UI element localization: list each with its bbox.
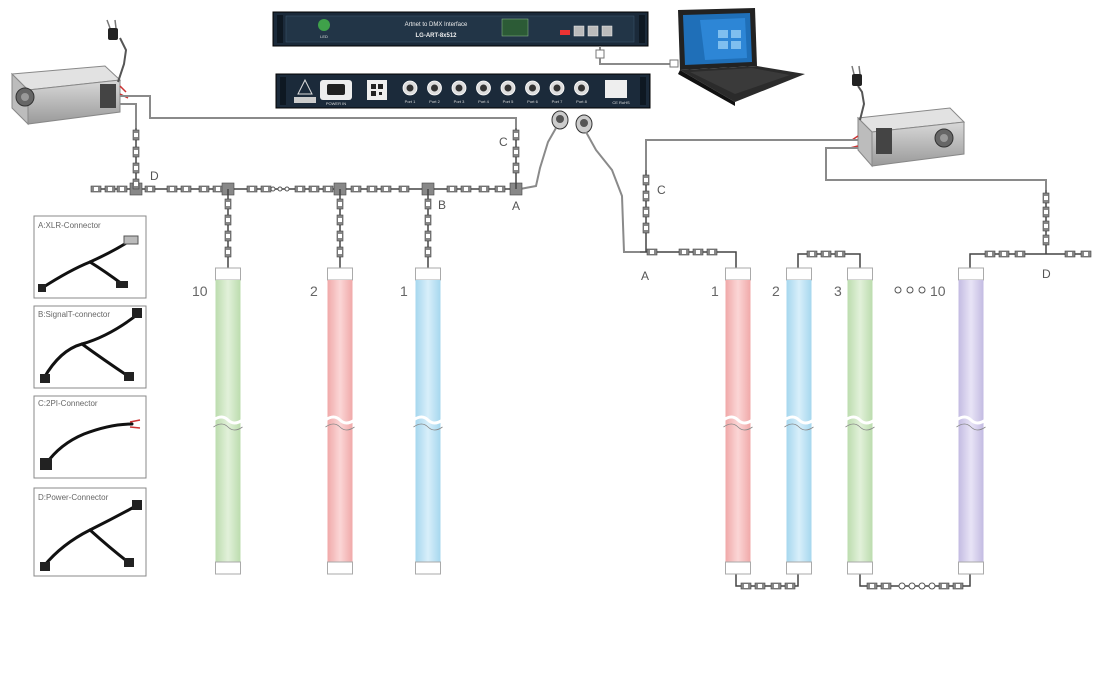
label-left-D: D bbox=[150, 169, 159, 183]
signal-t-connector-icon bbox=[40, 308, 142, 383]
port-label: Port 6 bbox=[527, 99, 538, 104]
power-supply-right bbox=[849, 107, 966, 168]
port-label: Port 8 bbox=[576, 99, 587, 104]
interface-title: Artnet to DMX Interface bbox=[405, 22, 468, 28]
tube-label-left-2: 2 bbox=[310, 283, 318, 299]
xlr-port-4: Port 4 bbox=[476, 80, 491, 104]
bus-connector bbox=[144, 185, 156, 193]
qr-code-icon bbox=[367, 80, 387, 100]
2pin-connector-icon bbox=[40, 419, 141, 470]
label-right-C: C bbox=[657, 183, 666, 197]
tube-label-right-1: 1 bbox=[711, 283, 719, 299]
laptop-icon bbox=[678, 8, 805, 106]
label-right-D: D bbox=[1042, 267, 1051, 281]
bus-connector bbox=[322, 185, 334, 193]
label-right-A: A bbox=[641, 269, 649, 283]
bus-connector bbox=[180, 185, 192, 193]
led-tube-left-2 bbox=[324, 189, 356, 575]
bus-connector bbox=[116, 185, 128, 193]
artnet-interface-rear: POWER IN Port 1 Port 2 Port 3 Port 4 Port 5 P… bbox=[275, 73, 651, 109]
xlr-port-1: Port 1 bbox=[402, 80, 418, 104]
port-label: Port 1 bbox=[405, 99, 416, 104]
bus-connector bbox=[166, 185, 178, 193]
xlr-plugs bbox=[519, 110, 640, 253]
tube-label-left-10: 10 bbox=[192, 283, 208, 299]
led-tube-right-2 bbox=[783, 267, 815, 575]
bus-connector bbox=[260, 185, 272, 193]
port-label: Port 5 bbox=[503, 99, 514, 104]
xlr-port-6: Port 6 bbox=[525, 80, 540, 104]
plug-icon bbox=[106, 19, 118, 40]
xlr-port-2: Port 2 bbox=[427, 80, 442, 104]
connector-legend: A:XLR-Connector B:SignalT-connector bbox=[33, 215, 147, 577]
svg-text:LED: LED bbox=[320, 34, 328, 39]
interface-model: LG-ART-8x512 bbox=[415, 33, 457, 39]
bus-connector bbox=[90, 185, 102, 193]
cert-label: CE RoHS bbox=[612, 100, 630, 105]
tube-label-right-2: 2 bbox=[772, 283, 780, 299]
legend-power-connector: D:Power-Connector bbox=[33, 487, 147, 577]
bus-connector bbox=[478, 185, 490, 193]
bus-connector bbox=[198, 185, 210, 193]
port-label: Port 7 bbox=[552, 99, 563, 104]
bus-connector bbox=[366, 185, 378, 193]
bus-connector bbox=[494, 185, 506, 193]
label-left-C: C bbox=[499, 135, 508, 149]
xlr-port-8: Port 8 bbox=[574, 80, 589, 104]
port-label: Port 2 bbox=[429, 99, 440, 104]
bus-connector bbox=[460, 185, 472, 193]
power-connector-icon bbox=[40, 500, 142, 571]
legend-title: B:SignalT-connector bbox=[38, 310, 110, 319]
ethernet-port bbox=[573, 25, 585, 37]
led-tube-right-3 bbox=[844, 267, 876, 575]
tube-label-left-1: 1 bbox=[400, 283, 408, 299]
label-left-B: B bbox=[438, 198, 446, 212]
legend-2pin-connector: C:2PI-Connector bbox=[33, 395, 147, 479]
label-left-A: A bbox=[512, 199, 520, 213]
bus-connector bbox=[212, 185, 224, 193]
xlr-port-3: Port 3 bbox=[451, 80, 467, 104]
legend-title: C:2PI-Connector bbox=[38, 399, 98, 408]
legend-title: A:XLR-Connector bbox=[38, 221, 101, 230]
rear-label-icon bbox=[605, 80, 627, 98]
led-tube-left-10 bbox=[212, 189, 244, 575]
led-tube-right-1 bbox=[722, 267, 754, 575]
bus-connector bbox=[380, 185, 392, 193]
port-label: Port 3 bbox=[454, 99, 465, 104]
artnet-interface-front: LED Artnet to DMX Interface LG-ART-8x512 bbox=[272, 11, 649, 47]
bus-connector bbox=[350, 185, 362, 193]
xlr-port-7: Port 7 bbox=[549, 80, 565, 104]
bus-connector bbox=[246, 185, 258, 193]
bus-connector bbox=[398, 185, 410, 193]
bus-connector bbox=[294, 185, 306, 193]
warning-icon bbox=[297, 78, 313, 95]
tube-label-right-10: 10 bbox=[930, 283, 946, 299]
led-tube-right-10 bbox=[955, 267, 987, 575]
legend-signal-t-connector: B:SignalT-connector bbox=[33, 305, 147, 389]
led-tube-left-1 bbox=[412, 189, 444, 575]
tube-label-right-3: 3 bbox=[834, 283, 842, 299]
brand-logo-icon bbox=[318, 19, 330, 31]
bus-connector bbox=[308, 185, 320, 193]
lcd-display bbox=[501, 18, 529, 37]
legend-xlr-connector: A:XLR-Connector bbox=[33, 215, 147, 299]
xlr-connector-icon bbox=[38, 235, 139, 292]
xlr-port-5: Port 5 bbox=[500, 80, 516, 104]
bus-connector bbox=[446, 185, 458, 193]
legend-title: D:Power-Connector bbox=[38, 493, 109, 502]
port-label: Port 4 bbox=[478, 99, 489, 104]
power-in-label: POWER IN bbox=[326, 101, 346, 106]
bus-connector bbox=[104, 185, 116, 193]
power-supply-left bbox=[10, 65, 129, 126]
plug-icon bbox=[851, 65, 862, 86]
